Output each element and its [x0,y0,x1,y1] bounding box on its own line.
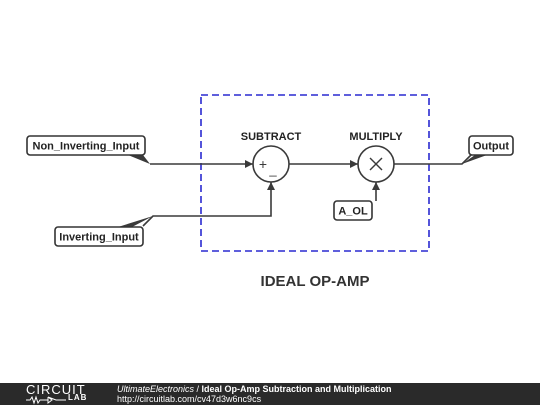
circuitlab-logo[interactable]: CIRCUIT LAB [26,382,96,405]
subtract-block-label: SUBTRACT [241,131,302,143]
inv-label-tail [118,216,153,227]
block-diagram: Non_Inverting_Input Inverting_Input Outp… [26,94,514,290]
output-label: Output [473,141,509,153]
footer-circuit-title[interactable]: Ideal Op-Amp Subtraction and Multiplicat… [201,384,392,394]
arrow-into-subtract [245,160,253,168]
output-box [468,135,514,156]
arrow-into-multiply-gain [372,182,380,190]
summer-plus-sign: + [259,156,267,172]
footer-url[interactable]: http://circuitlab.com/cv47d3w6nc9cs [117,394,262,404]
footer-author[interactable]: UltimateElectronics [117,384,195,394]
inverting-input-label: Inverting_Input [59,232,139,244]
non-inverting-input-label: Non_Inverting_Input [33,141,140,153]
arrow-into-subtract-minus [267,182,275,190]
non-inverting-input-box [26,135,146,156]
wire-inv-to-subtract [142,182,272,227]
logo-wordmark-top: CIRCUIT [26,382,86,397]
arrow-into-multiply [350,160,358,168]
summer-minus-sign: _ [268,162,277,177]
footer-separator: / [194,384,202,394]
arrowheads [245,160,380,190]
ideal-opamp-box [200,94,430,252]
multiply-cross-icon [369,157,383,171]
gain-label: A_OL [338,206,368,218]
logo-circuit-glyph-icon [26,395,66,405]
noninv-label-tail [128,155,150,164]
ideal-opamp-title: IDEAL OP-AMP [261,273,370,290]
footer-title-line: UltimateElectronics / Ideal Op-Amp Subtr… [117,384,392,394]
inverting-input-box [54,226,144,247]
output-label-tail [462,155,487,164]
multiply-block-label: MULTIPLY [349,131,403,143]
logo-wordmark-bottom: LAB [68,393,88,402]
gain-box [333,200,373,221]
wires [142,153,473,227]
subtract-summer [252,145,290,183]
wire-multiply-to-output [394,153,473,165]
label-tails [118,155,487,227]
footer-bar: CIRCUIT LAB UltimateElectronics / Ideal … [0,382,540,405]
